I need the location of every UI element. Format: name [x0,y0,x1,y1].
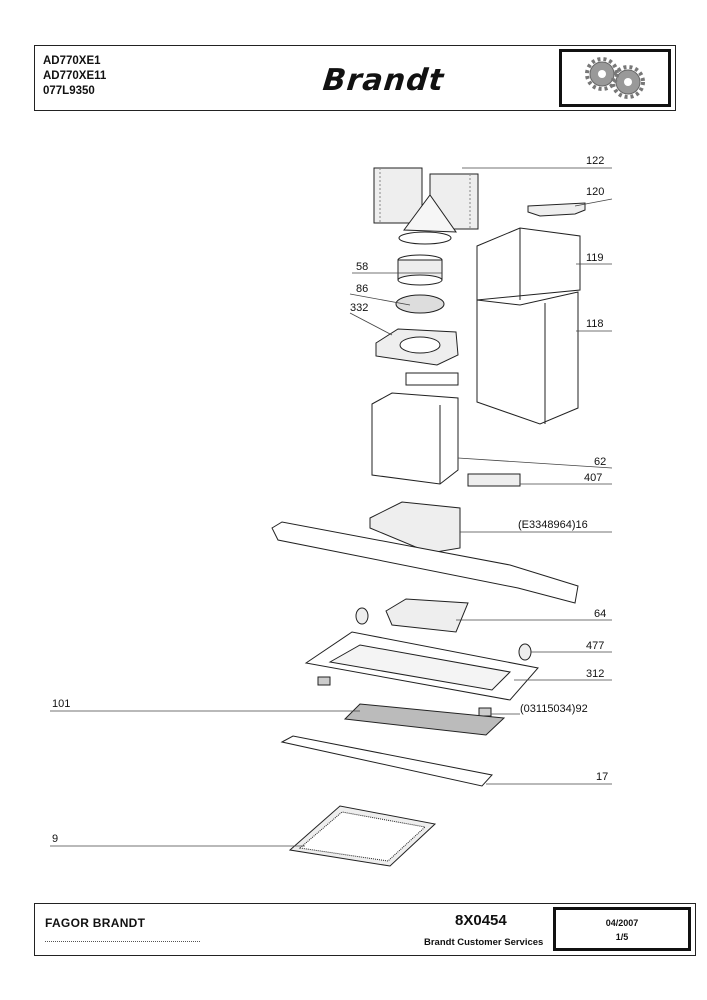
part-118-chimney [476,291,579,425]
logo-tagline-strip [45,941,200,946]
part-9-filter [288,805,437,867]
fagor-brandt-logo: FAGOR BRANDT [45,916,146,930]
date-box: 04/2007 1/5 [553,907,691,951]
part-label: 86 [356,283,368,295]
model-code: 077L9350 [43,85,95,97]
service-name: Brandt Customer Services [424,937,544,948]
part-92-clip [478,707,492,717]
page-number: 1/5 [615,932,629,942]
part-92-clip [317,676,331,686]
part-label: (E3348964)16 [518,519,588,531]
part-312-frame [304,631,539,701]
date: 04/2007 [605,918,639,928]
part-64-plate [385,598,469,633]
part-477-knob [518,643,532,661]
part-label: 17 [596,771,608,783]
part-label: 312 [586,668,604,680]
part-label: 101 [52,698,70,710]
part-label: 9 [52,833,58,845]
part-122-duct [373,167,479,245]
part-label: 120 [586,186,604,198]
part-label: 119 [586,252,604,264]
part-label: 122 [586,155,604,167]
part-58-ring [397,254,443,286]
part-16-canopy [271,501,579,604]
gears-logo-box [559,49,671,107]
gears-icon [585,57,645,99]
document-number: 8X0454 [455,912,507,929]
part-62-motor-box [371,372,459,485]
part-label: 332 [350,302,368,314]
part-17-bar [280,735,493,787]
model-list: AD770XE1 AD770XE11 077L9350 [43,54,106,99]
model-code: AD770XE11 [43,70,107,82]
part-label: 118 [586,318,604,330]
part-101-panel [343,703,506,736]
part-label: 58 [356,261,368,273]
part-label: 64 [594,608,606,620]
part-label: 62 [594,456,606,468]
part-label: (03115034)92 [520,703,588,715]
part-86-valve [395,294,445,314]
footer-box: FAGOR BRANDT 8X0454 Brandt Customer Serv… [34,903,696,956]
part-477-knob [355,607,369,625]
part-120-bracket [527,202,586,217]
part-407-bracket [467,473,521,487]
part-label: 407 [584,472,602,484]
header-box: AD770XE1 AD770XE11 077L9350 Brandt [34,45,676,111]
part-label: 477 [586,640,604,652]
model-code: AD770XE1 [43,55,101,67]
part-119-chimney [476,227,581,301]
